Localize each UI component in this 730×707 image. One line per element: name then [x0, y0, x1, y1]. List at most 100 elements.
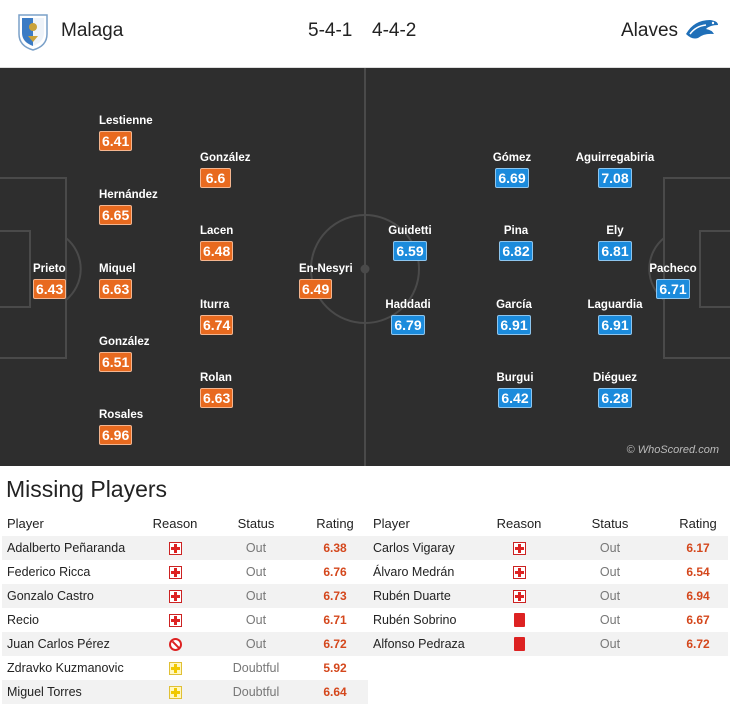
away-team-name[interactable]: Alaves	[621, 20, 679, 41]
missing-player-name[interactable]: Federico Ricca	[7, 565, 91, 579]
player-name: Lestienne	[99, 115, 153, 127]
injury-icon	[168, 542, 182, 556]
player-rating: 6.42	[498, 388, 532, 408]
table-row: Zdravko Kuzmanovic Doubtful 5.92	[2, 656, 368, 680]
player-rating: 6.59	[393, 241, 427, 261]
away-player[interactable]: Aguirregabiria 7.08	[575, 152, 655, 188]
player-name: Haddadi	[385, 299, 431, 311]
player-name: Prieto	[33, 263, 66, 275]
home-player[interactable]: En-Nesyri 6.49	[299, 263, 379, 299]
player-name: Burgui	[496, 372, 534, 384]
alaves-crest-icon	[686, 20, 718, 39]
missing-rating: 6.72	[668, 632, 728, 656]
injury-icon	[512, 566, 526, 580]
player-name: Pina	[503, 225, 529, 237]
table-row: Rubén Sobrino Out 6.67	[368, 608, 728, 632]
player-rating: 6.65	[99, 205, 133, 225]
away-player[interactable]: García 6.91	[474, 299, 554, 335]
doubtful-icon	[168, 686, 182, 700]
home-team-name[interactable]: Malaga	[61, 20, 124, 41]
missing-status: Out	[552, 536, 668, 560]
player-name: Guidetti	[388, 225, 432, 237]
away-player[interactable]: Guidetti 6.59	[370, 225, 450, 261]
table-row: Miguel Torres Doubtful 6.64	[2, 680, 368, 704]
away-player[interactable]: Pacheco 6.71	[633, 263, 713, 299]
player-name: Lacen	[200, 225, 234, 237]
away-player[interactable]: Haddadi 6.79	[368, 299, 448, 335]
missing-player-name[interactable]: Alfonso Pedraza	[368, 632, 486, 656]
missing-status: Out	[552, 632, 668, 656]
away-player[interactable]: Diéguez 6.28	[575, 372, 655, 408]
missing-status: Out	[245, 565, 267, 579]
player-name: Aguirregabiria	[575, 152, 655, 164]
home-player[interactable]: Rolan 6.63	[200, 372, 280, 408]
missing-player-name[interactable]: Rubén Sobrino	[373, 613, 457, 627]
player-rating: 6.63	[99, 279, 133, 299]
missing-player-name[interactable]: Miguel Torres	[2, 680, 140, 704]
player-rating: 6.51	[99, 352, 133, 372]
malaga-crest-icon	[18, 14, 48, 51]
col-player: Player	[7, 515, 44, 531]
missing-rating: 5.92	[323, 661, 347, 675]
home-player[interactable]: Rosales 6.96	[99, 409, 179, 445]
home-player[interactable]: Hernández 6.65	[99, 189, 179, 225]
home-formation: 5-4-1	[308, 20, 353, 41]
missing-player-name[interactable]: Adalberto Peñaranda	[2, 536, 140, 560]
player-rating: 6.43	[33, 279, 67, 299]
player-rating: 6.91	[598, 315, 632, 335]
player-name: Ely	[606, 225, 624, 237]
missing-player-name[interactable]: Juan Carlos Pérez	[2, 632, 140, 656]
missing-players-title: Missing Players	[6, 476, 168, 502]
missing-rating: 6.72	[302, 632, 368, 656]
missing-status: Out	[552, 584, 668, 608]
away-player[interactable]: Laguardia 6.91	[575, 299, 655, 335]
missing-status: Out	[210, 536, 302, 560]
home-player[interactable]: González 6.6	[200, 152, 280, 188]
missing-rating: 6.54	[686, 565, 710, 579]
player-name: Pacheco	[649, 263, 697, 275]
table-row: Álvaro Medrán Out 6.54	[368, 560, 728, 584]
player-name: González	[200, 152, 251, 164]
missing-player-name[interactable]: Álvaro Medrán	[373, 565, 455, 579]
table-row: Rubén Duarte Out 6.94	[368, 584, 728, 608]
table-row: Federico Ricca Out 6.76	[2, 560, 368, 584]
player-name: Iturra	[200, 299, 230, 311]
away-missing-table: Player Reason Status Rating Carlos Vigar…	[368, 510, 728, 656]
watermark: © WhoScored.com	[626, 444, 719, 456]
missing-player-name[interactable]: Recio	[7, 613, 39, 627]
player-rating: 6.63	[200, 388, 234, 408]
home-player[interactable]: Lacen 6.48	[200, 225, 280, 261]
pitch-markings	[0, 68, 730, 466]
home-player[interactable]: Lestienne 6.41	[99, 115, 179, 151]
player-name: En-Nesyri	[299, 263, 353, 275]
home-player[interactable]: Iturra 6.74	[200, 299, 280, 335]
table-header-row: Player Reason Status Rating	[368, 510, 728, 536]
table-row: Recio Out 6.71	[2, 608, 368, 632]
missing-player-name[interactable]: Rubén Duarte	[368, 584, 486, 608]
missing-player-name[interactable]: Carlos Vigaray	[368, 536, 486, 560]
suspended-icon	[168, 638, 182, 652]
missing-player-name[interactable]: Zdravko Kuzmanovic	[7, 661, 124, 675]
away-player[interactable]: Gómez 6.69	[472, 152, 552, 188]
home-player[interactable]: González 6.51	[99, 336, 179, 372]
missing-player-name[interactable]: Gonzalo Castro	[2, 584, 140, 608]
missing-rating: 6.38	[302, 536, 368, 560]
player-rating: 6.96	[99, 425, 133, 445]
home-player[interactable]: Miquel 6.63	[99, 263, 179, 299]
player-rating: 6.71	[656, 279, 690, 299]
player-name: Hernández	[99, 189, 158, 201]
away-formation: 4-4-2	[372, 20, 417, 41]
away-player[interactable]: Pina 6.82	[476, 225, 556, 261]
player-rating: 6.79	[391, 315, 425, 335]
col-reason: Reason	[496, 515, 542, 531]
home-player[interactable]: Prieto 6.43	[33, 263, 113, 299]
player-name: Gómez	[492, 152, 532, 164]
away-player[interactable]: Burgui 6.42	[475, 372, 555, 408]
away-player[interactable]: Ely 6.81	[575, 225, 655, 261]
missing-status: Out	[599, 613, 621, 627]
player-name: Rosales	[99, 409, 144, 421]
missing-rating: 6.64	[302, 680, 368, 704]
player-name: González	[99, 336, 150, 348]
missing-rating: 6.67	[686, 613, 710, 627]
missing-status: Out	[599, 565, 621, 579]
